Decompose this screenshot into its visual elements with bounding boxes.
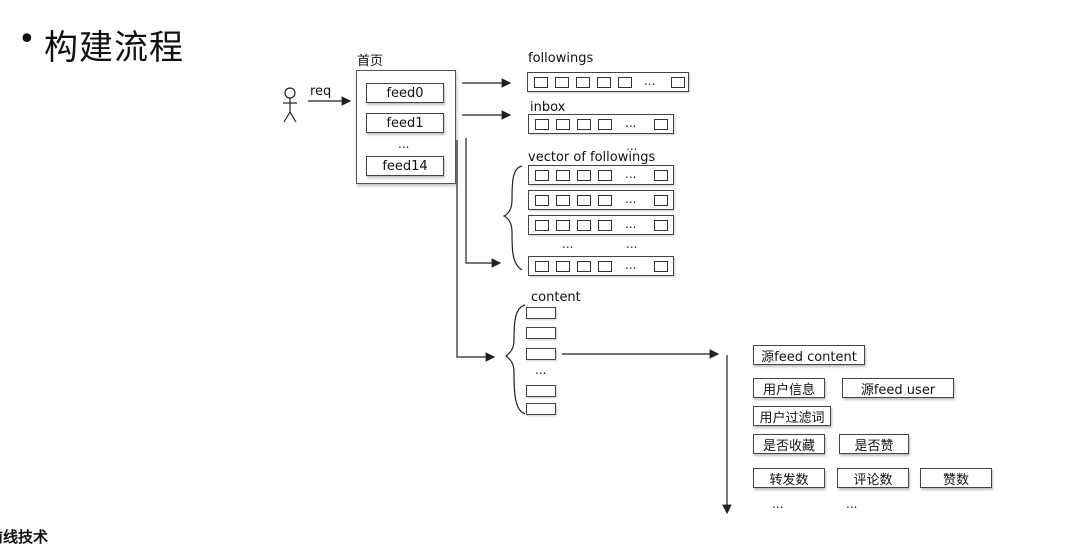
strip-cell [654,220,668,231]
content-item [526,385,556,397]
strip-cell [556,119,570,130]
details-footer-ellipsis-left: ... [772,497,784,511]
feed-item: feed0 [366,83,444,103]
strip-cell [598,261,612,272]
strip-cell [654,261,668,272]
slide-title: 构建流程 [44,28,184,68]
feed-item: feed14 [366,156,444,176]
strip-cell [598,195,612,206]
strip-ellipsis: ... [625,116,637,130]
strip-cell [598,220,612,231]
content-item [526,307,556,319]
strip-cell [577,170,591,181]
vector-strip: ... [528,165,674,185]
strip-cell [654,195,668,206]
detail-box: 源feed user [842,378,954,398]
strip-cell [535,261,549,272]
details-footer-ellipsis-right: ... [846,497,858,511]
strip-cell [671,77,685,88]
req-label: req [310,84,332,99]
strip-cell [598,170,612,181]
strip-cell [654,119,668,130]
strip-cell [577,220,591,231]
feed-ellipsis: ... [398,137,410,151]
content-branch-arrow [456,140,496,362]
strip-cell [576,77,590,88]
strip-cell [618,77,632,88]
strip-cell [577,195,591,206]
strip-cell [556,170,570,181]
user-icon [283,87,297,123]
detail-box: 用户过滤词 [753,406,831,426]
detail-box: 源feed content [753,345,865,365]
strip-ellipsis: ... [625,258,637,272]
detail-box: 评论数 [837,468,909,488]
strip-cell [556,220,570,231]
detail-box: 是否赞 [839,434,909,454]
content-label: content [531,290,581,305]
vector-brace [502,165,523,271]
content-item [526,327,556,339]
content-brace [505,304,526,415]
homepage-label: 首页 [357,54,384,69]
strip-cell [577,261,591,272]
content-item [526,348,556,360]
strip-cell [534,77,548,88]
strip-cell [597,77,611,88]
strip-cell [535,195,549,206]
strip-cell [598,119,612,130]
strip-ellipsis: ... [625,192,637,206]
strip-cell [556,195,570,206]
vector-strip: ... [528,215,674,235]
detail-box: 赞数 [920,468,992,488]
inbox-label: inbox [530,100,566,115]
strip-cell [535,220,549,231]
detail-box: 转发数 [753,468,825,488]
strip-ellipsis: ... [644,74,656,88]
title-bullet: • [18,22,36,57]
vector-between-ellipsis-left: ... [562,237,574,251]
followings-strip: ... [527,72,689,92]
bottom-cropped-text: 前线技术 [0,528,49,546]
strip-cell [654,170,668,181]
strip-cell [556,261,570,272]
strip-cell [535,119,549,130]
strip-cell [555,77,569,88]
strip-ellipsis: ... [625,217,637,231]
detail-box: 用户信息 [753,378,825,398]
strip-ellipsis: ... [625,167,637,181]
feed-item: feed1 [366,113,444,133]
inbox-below-ellipsis: ... [626,139,638,153]
strip-cell [577,119,591,130]
content-ellipsis: ... [535,363,547,377]
vector-strip: ... [528,190,674,210]
inbox-strip: ... [528,114,674,134]
vector-label: vector of followings [528,150,656,165]
vector-between-ellipsis-right: ... [626,237,638,251]
detail-box: 是否收藏 [753,434,825,454]
strip-cell [535,170,549,181]
followings-label: followings [528,51,594,66]
content-item [526,403,556,415]
vector-strip: ... [528,256,674,276]
vector-branch-arrow [465,138,502,268]
